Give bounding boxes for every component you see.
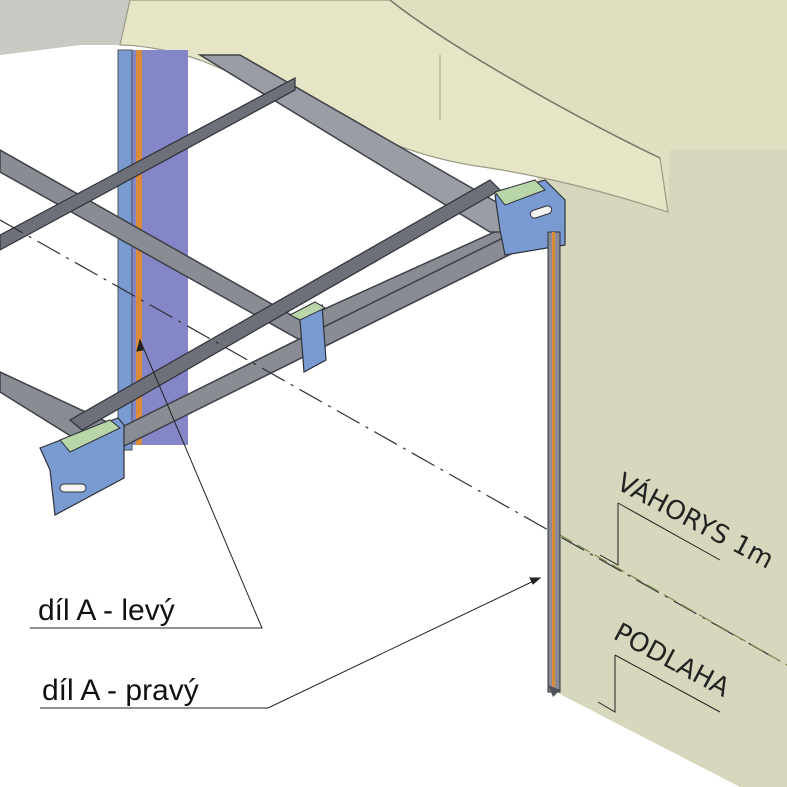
reference-level-line — [0, 219, 787, 666]
leader-lines — [30, 338, 542, 709]
ceiling-slab — [0, 0, 787, 213]
corner-bracket-left — [39, 417, 125, 516]
floor-line — [559, 534, 787, 666]
callout-right-part: díl A - pravý — [42, 674, 199, 707]
level-marker-floor — [597, 654, 721, 713]
level-marker-1m — [599, 502, 721, 566]
callout-left-part: díl A - levý — [38, 594, 175, 627]
middle-bracket — [288, 301, 327, 373]
right-post — [547, 231, 561, 697]
right-wall — [530, 150, 787, 787]
